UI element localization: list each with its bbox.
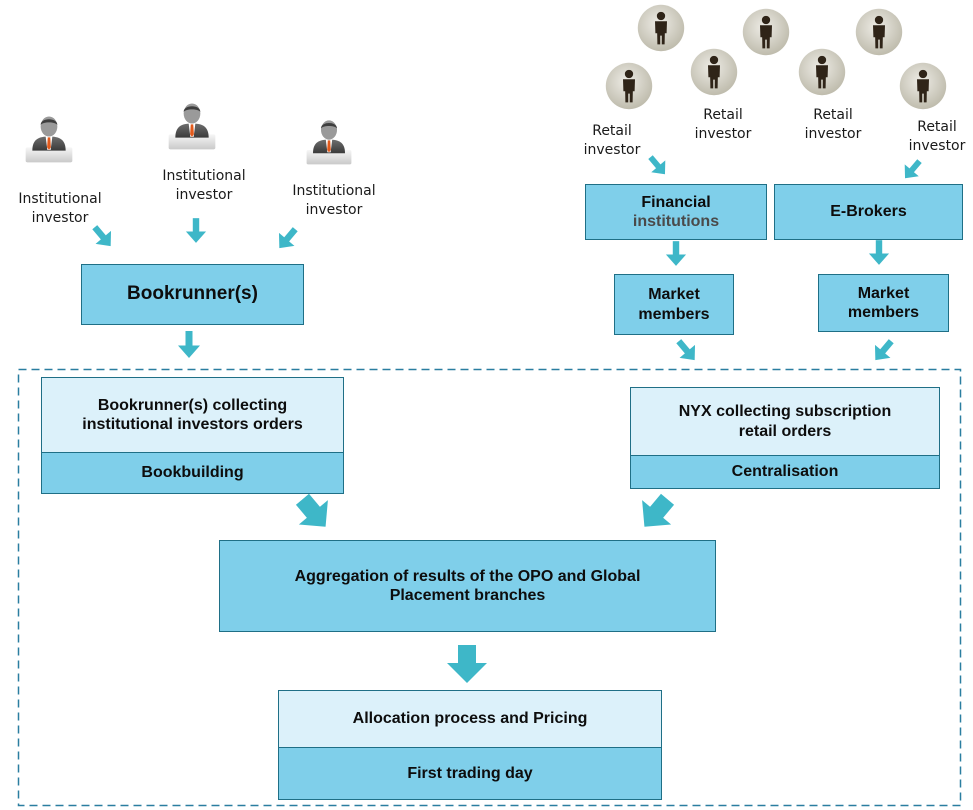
allocation-box: Allocation process and Pricing	[278, 690, 662, 748]
retail-investor-label: Retail investor	[908, 119, 966, 154]
bookrunners-box: Bookrunner(s)	[81, 264, 304, 325]
arrow-icon	[898, 155, 927, 185]
ebrokers-box: E-Brokers	[774, 184, 963, 240]
aggregation-box: Aggregation of results of the OPO and Gl…	[219, 540, 716, 632]
market-members-label: Market members	[847, 284, 920, 321]
first-trading-day-box: First trading day	[278, 747, 662, 800]
person-circle-icon	[899, 62, 947, 110]
bookrunner-collecting-label: Bookrunner(s) collecting institutional i…	[82, 396, 303, 433]
bookbuilding-box: Bookbuilding	[41, 452, 344, 494]
market-members-box: Market members	[614, 274, 734, 335]
institutional-investor-label: Institutional investor	[292, 183, 376, 218]
nyx-collecting-box: NYX collecting subscription retail order…	[630, 387, 940, 456]
institutions-label: institutions	[632, 213, 720, 230]
centralisation-label: Centralisation	[731, 463, 839, 481]
financial-label: Financial	[641, 193, 711, 211]
retail-investor-label: Retail investor	[694, 107, 752, 142]
bookrunners-label: Bookrunner(s)	[127, 283, 258, 305]
arrow-icon	[671, 334, 703, 367]
retail-investor-label: Retail investor	[804, 107, 862, 142]
arrow-icon	[868, 240, 890, 265]
person-circle-icon	[855, 8, 903, 56]
market-members-label: Market members	[638, 286, 710, 323]
bookrunner-collecting-box: Bookrunner(s) collecting institutional i…	[41, 377, 344, 453]
retail-investor-label: Retail investor	[583, 123, 641, 158]
businessman-icon	[306, 120, 352, 165]
businessman-icon	[168, 103, 216, 150]
centralisation-box: Centralisation	[630, 455, 940, 489]
institutional-investor-label: Institutional investor	[18, 191, 102, 226]
allocation-label: Allocation process and Pricing	[352, 710, 588, 728]
arrow-icon	[867, 334, 899, 367]
market-members-box: Market members	[818, 274, 949, 332]
aggregation-label: Aggregation of results of the OPO and Gl…	[294, 567, 641, 604]
first-trading-day-label: First trading day	[407, 764, 533, 782]
businessman-icon	[25, 116, 73, 163]
nyx-collecting-label: NYX collecting subscription retail order…	[678, 403, 892, 440]
ebrokers-label: E-Brokers	[830, 203, 907, 221]
process-frame	[17, 368, 962, 807]
person-circle-icon	[742, 8, 790, 56]
big-arrow-icon	[287, 487, 341, 539]
arrow-icon	[271, 222, 303, 255]
person-circle-icon	[637, 4, 685, 52]
arrow-icon	[178, 331, 200, 358]
institutional-investor-label: Institutional investor	[162, 168, 246, 203]
big-arrow-icon	[447, 645, 487, 683]
bookbuilding-label: Bookbuilding	[141, 464, 244, 482]
financial-institutions-box: Financial institutions	[585, 184, 767, 240]
big-arrow-icon	[629, 487, 683, 539]
person-circle-icon	[798, 48, 846, 96]
person-circle-icon	[605, 62, 653, 110]
arrow-icon	[185, 218, 207, 243]
arrow-icon	[665, 241, 687, 266]
person-circle-icon	[690, 48, 738, 96]
arrow-icon	[643, 151, 672, 181]
